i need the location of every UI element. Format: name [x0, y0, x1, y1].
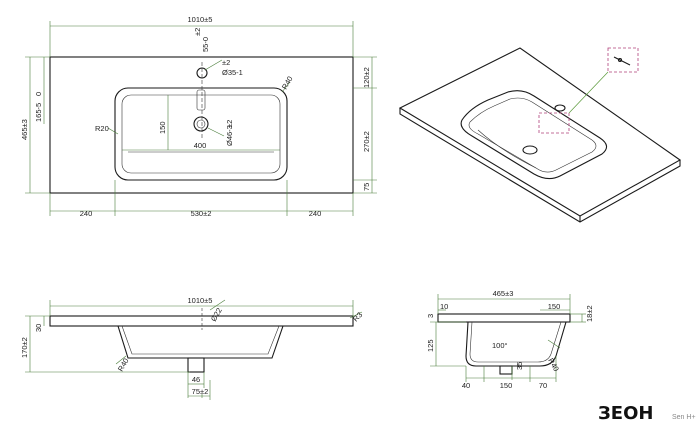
top-margin-left: 240	[80, 209, 93, 218]
top-drain-label: Ø46-3	[225, 125, 234, 146]
top-inner-radius: R20	[95, 124, 109, 133]
side-overall-depth: 465±3	[493, 289, 514, 298]
top-height-bot: 75	[362, 183, 371, 191]
brand-logo-sub: Sen H+	[672, 414, 696, 421]
front-bottom-radius: R40	[116, 357, 131, 373]
iso-detail-zoom	[607, 47, 639, 73]
front-view: 1010±5 Ø22 R3 30 170±2 R40 46 75±2	[20, 296, 364, 400]
brand-logo-text: ЗЕОН	[598, 403, 653, 424]
iso-drain	[522, 145, 538, 155]
front-drain-w: 46	[192, 375, 200, 384]
top-view-slab	[49, 56, 354, 194]
side-angle: 100°	[492, 341, 508, 350]
brand-logo: ЗЕОН Sen H+	[598, 403, 696, 424]
front-drain-offset: 75±2	[192, 387, 209, 396]
top-height-mid: 270±2	[362, 131, 371, 152]
side-lip-thk: 3	[426, 314, 435, 318]
side-view-slab	[437, 313, 571, 323]
top-view-bowl-outer	[114, 87, 288, 181]
top-corner-radius: R40	[280, 75, 295, 91]
front-overall-width: 1010±5	[188, 296, 213, 305]
iso-slab-top	[398, 47, 682, 217]
top-margin-right: 240	[309, 209, 322, 218]
top-drain-tol: ±2	[225, 120, 234, 128]
side-bot-left: 40	[462, 381, 470, 390]
top-hole-label: Ø35-1	[222, 68, 243, 77]
side-bowl-height: 125	[426, 339, 435, 352]
front-hole: Ø22	[209, 306, 224, 323]
front-total-height: 170±2	[20, 337, 29, 358]
side-front-lip: 10	[440, 302, 448, 311]
side-radius: R40	[546, 357, 561, 373]
front-view-bowl	[117, 325, 284, 359]
top-overall-width: 1010±5	[188, 15, 213, 24]
front-view-drain	[187, 357, 205, 373]
drain-hole	[193, 116, 209, 132]
top-bowl-width: 400	[194, 141, 207, 150]
side-bot-right: 70	[539, 381, 547, 390]
top-left-small-a: 0	[34, 92, 43, 96]
top-left-small-b: 165-5	[34, 103, 43, 122]
top-hole-offset: 55-0	[201, 37, 210, 52]
side-back-height: 18±2	[585, 305, 594, 322]
top-view: 1010±5 55-0 ±2 ±2 Ø35-1 R40 R20 120±2 27…	[20, 15, 377, 218]
side-drain-off: 35	[515, 362, 524, 370]
top-view-bowl-inner	[121, 94, 281, 174]
top-overall-height: 465±3	[20, 119, 29, 140]
isometric-view	[398, 47, 682, 223]
top-hole-tol: ±2	[222, 58, 230, 67]
top-bowl-depth: 150	[158, 121, 167, 134]
top-hole-offset-tol: ±2	[193, 28, 202, 36]
top-height-top: 120±2	[362, 67, 371, 88]
side-back-width: 150	[548, 302, 561, 311]
side-view: 465±3 10 150 18±2 3 125 100° 35 R40 40 1…	[426, 289, 594, 390]
side-bot-mid: 150	[500, 381, 513, 390]
iso-bowl-rim	[460, 90, 608, 180]
front-view-slab	[49, 315, 354, 327]
top-bowl-span: 530±2	[191, 209, 212, 218]
front-top-thk: 30	[34, 324, 43, 332]
iso-detail-box	[538, 112, 570, 134]
